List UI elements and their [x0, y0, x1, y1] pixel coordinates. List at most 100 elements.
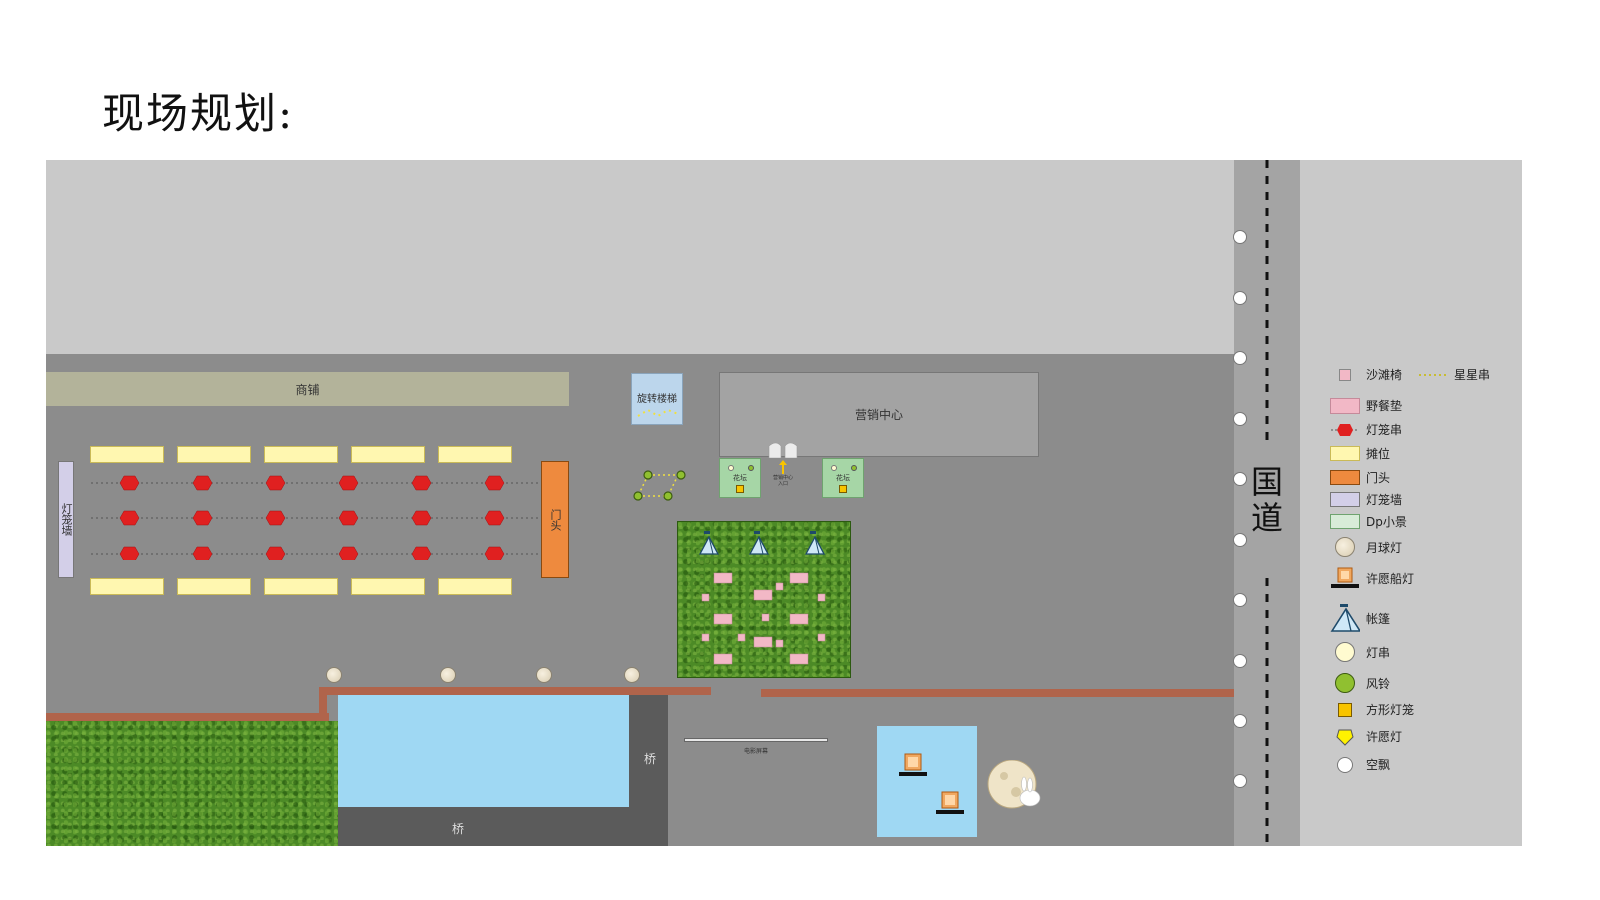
wind-chime-icon	[643, 470, 653, 480]
beach-chair-icon	[1339, 368, 1351, 381]
legend-label: 许愿灯	[1366, 729, 1403, 744]
legend-label: 灯串	[1366, 645, 1391, 660]
wind-chime-group	[633, 470, 686, 501]
legend-item-star-string: 星星串	[1418, 366, 1490, 383]
dp-scene-icon	[1330, 514, 1360, 529]
booth	[438, 446, 512, 463]
lantern-icon	[119, 510, 140, 526]
lantern-wall-label: 灯笼墙	[60, 503, 73, 536]
gate-icon	[1330, 470, 1360, 485]
booth	[177, 446, 251, 463]
wish-boat-lamp-icon	[1331, 567, 1359, 588]
balloon-icon	[1233, 714, 1247, 728]
boundary-wall	[46, 713, 329, 721]
legend-label: 沙滩椅	[1366, 368, 1403, 382]
light-string-icon	[728, 465, 734, 471]
legend-label: 月球灯	[1366, 540, 1403, 555]
lantern-icon	[192, 475, 213, 491]
legend-label: 帐篷	[1366, 611, 1391, 626]
legend-item-light-string: 灯串	[1330, 642, 1390, 662]
booth	[90, 446, 164, 463]
legend-item-dp-scene: Dp小景	[1330, 513, 1407, 530]
legend-item-wish-lamp: 许愿灯	[1330, 726, 1402, 746]
legend-label: Dp小景	[1366, 515, 1407, 529]
legend-item-lantern-wall: 灯笼墙	[1330, 491, 1402, 508]
legend-label: 摊位	[1366, 447, 1391, 461]
wind-chime-icon	[663, 491, 673, 501]
booth	[351, 578, 425, 595]
picnic-mat-icon	[789, 613, 809, 625]
lantern-wall-icon	[1330, 492, 1360, 507]
booth-icon	[1330, 446, 1360, 461]
boundary-wall	[761, 689, 1234, 697]
lantern-icon	[338, 475, 359, 491]
picnic-mat-icon	[753, 589, 773, 601]
legend-item-wind-chime: 风铃	[1330, 673, 1390, 693]
lantern-wall: 灯笼墙	[58, 461, 74, 578]
balloon-icon	[1233, 472, 1247, 486]
wish-boat-lamp-icon	[899, 753, 927, 776]
legend-label: 灯笼墙	[1366, 493, 1403, 507]
bridge-horizontal-label: 桥	[451, 822, 464, 836]
balloon-icon	[1233, 351, 1247, 365]
picnic-mat-icon	[713, 572, 733, 584]
picnic-mat-icon	[713, 653, 733, 665]
entrance-label: 营销中心 入口	[772, 475, 793, 487]
gate: 门头	[541, 461, 569, 578]
beach-chair-icon	[817, 633, 826, 642]
lantern-icon	[411, 475, 432, 491]
wind-chime-icon	[1335, 673, 1355, 693]
beach-chair-icon	[817, 593, 826, 602]
movie-screen	[684, 738, 828, 742]
lantern-icon	[411, 546, 432, 560]
moon-lamp-icon	[440, 667, 456, 683]
picnic-mat-icon	[789, 572, 809, 584]
beach-chair-icon	[775, 639, 784, 648]
sales-center-label: 营销中心	[854, 408, 903, 422]
flowerbed-left-label: 花坛	[733, 474, 747, 482]
moon-lamp-icon	[326, 667, 342, 683]
lantern-strings	[91, 475, 541, 560]
booth	[438, 578, 512, 595]
legend-label: 许愿船灯	[1366, 571, 1415, 586]
legend-item-gate: 门头	[1330, 469, 1390, 486]
beach-chair-icon	[775, 582, 784, 591]
site-plan-map: 商铺 旋转楼梯 营销中心 花坛 花坛 营销中心 入口	[46, 160, 1522, 846]
tent-icon	[748, 531, 770, 555]
moon-rabbit-icon	[987, 760, 1041, 809]
picnic-mat-icon	[713, 613, 733, 625]
lawn-area	[677, 521, 851, 678]
lantern-icon	[265, 546, 286, 560]
lawn-lower-left	[46, 721, 338, 846]
shop-strip: 商铺	[46, 372, 569, 406]
lantern-icon	[192, 546, 213, 560]
tent-icon	[804, 531, 826, 555]
road-center-line	[1265, 160, 1269, 846]
flowerbed-left: 花坛	[719, 458, 761, 498]
stair-label: 旋转楼梯	[637, 394, 677, 405]
flowerbed-right: 花坛	[822, 458, 864, 498]
legend-item-balloon: 空飘	[1330, 756, 1390, 773]
lantern-icon	[484, 510, 505, 526]
legend-label: 门头	[1366, 471, 1391, 485]
legend-item-moon-lamp: 月球灯	[1330, 537, 1402, 557]
legend: 沙滩椅 星星串 野餐垫 灯笼串 摊位 门头 灯笼墙 Dp小景	[1300, 160, 1522, 846]
light-string-icon	[831, 465, 837, 471]
legend-label: 野餐垫	[1366, 399, 1403, 413]
wind-chime-icon	[676, 470, 686, 480]
entrance-arrow-icon	[779, 460, 787, 474]
lantern-icon	[119, 546, 140, 560]
legend-item-square-lantern: 方形灯笼	[1330, 701, 1414, 718]
beach-chair-icon	[701, 593, 710, 602]
lantern-icon	[192, 510, 213, 526]
lantern-icon	[119, 475, 140, 491]
square-lantern-icon	[1338, 702, 1352, 717]
picnic-mat-icon	[789, 653, 809, 665]
wish-pool	[877, 726, 977, 837]
legend-item-lantern-string: 灯笼串	[1330, 421, 1402, 438]
square-lantern-icon	[839, 485, 847, 493]
balloon-icon	[1233, 533, 1247, 547]
shop-label: 商铺	[295, 382, 320, 397]
wind-chime-icon	[851, 465, 857, 471]
balloon-icon	[1233, 412, 1247, 426]
